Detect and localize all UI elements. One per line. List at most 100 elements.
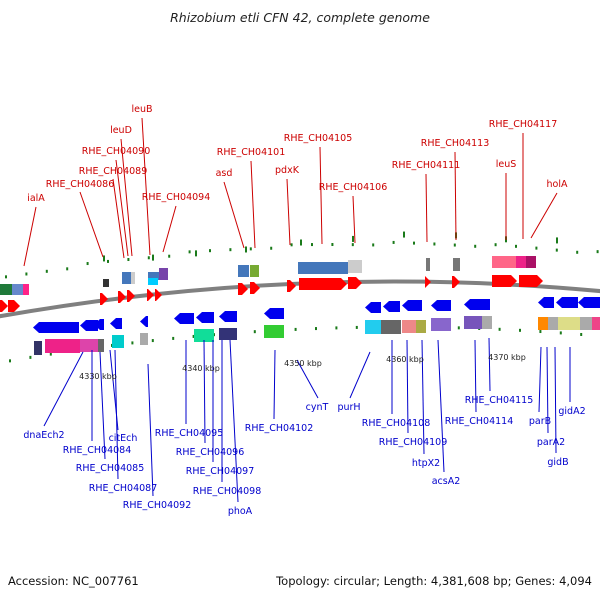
reverse-gene-arrow (264, 308, 284, 319)
gene-label[interactable]: cynT (306, 402, 329, 413)
forward-gene-labels: ialA RHE_CH04086 RHE_CH04089 RHE_CH04090… (27, 104, 568, 204)
domain-box (148, 272, 159, 280)
leader-line (273, 349, 276, 420)
scale-dot (151, 339, 154, 343)
leader-line (162, 205, 177, 253)
gene-label[interactable]: RHE_CH04094 (142, 192, 211, 203)
leader-line (286, 178, 291, 246)
forward-gene-arrow (425, 276, 431, 288)
scale-dot (498, 327, 501, 331)
leader-line (349, 351, 371, 399)
reverse-gene-arrow (402, 300, 422, 311)
gene-label[interactable]: parA2 (537, 437, 565, 448)
gene-label[interactable]: RHE_CH04113 (421, 138, 490, 149)
gene-label[interactable]: RHE_CH04106 (319, 182, 388, 193)
page-title: Rhizobium etli CFN 42, complete genome (170, 10, 430, 25)
gene-label[interactable]: purH (337, 402, 360, 413)
gene-label[interactable]: RHE_CH04092 (123, 500, 192, 511)
accession-text: Accession: NC_007761 (8, 574, 139, 588)
leader-line (79, 191, 104, 258)
domain-box (464, 316, 482, 329)
forward-gene-arrow (250, 282, 260, 294)
gene-label[interactable]: RHE_CH04114 (445, 416, 514, 427)
leader-line (23, 206, 37, 267)
gene-label[interactable]: asd (216, 168, 233, 179)
scale-dot (107, 259, 109, 263)
gene-label[interactable]: RHE_CH04096 (176, 447, 245, 458)
leader-line (406, 339, 409, 434)
gene-label[interactable]: citEch (109, 433, 138, 444)
forward-gene-arrow (118, 291, 126, 303)
gene-label[interactable]: leuB (131, 104, 152, 115)
gene-label[interactable]: gidA2 (558, 406, 585, 417)
label-leader-lines (23, 117, 571, 503)
leader-line (115, 159, 129, 257)
domain-box (264, 325, 284, 338)
domain-box (238, 265, 249, 277)
gene-label[interactable]: RHE_CH04087 (89, 483, 158, 494)
gene-label[interactable]: phoA (228, 506, 253, 517)
gene-label[interactable]: htpX2 (412, 458, 440, 469)
gene-label[interactable]: pdxK (275, 165, 300, 176)
scale-dot (300, 239, 302, 246)
tick-label: 4330 kbp (79, 372, 117, 381)
forward-gene-arrow (299, 278, 347, 290)
domain-box (365, 320, 381, 334)
leader-line (147, 363, 154, 497)
feature-domain-boxes (0, 256, 600, 355)
domain-box (592, 317, 600, 330)
gene-label[interactable]: RHE_CH04111 (392, 160, 461, 171)
gene-label[interactable]: RHE_CH04097 (186, 466, 255, 477)
reverse-gene-arrow (431, 300, 451, 311)
forward-gene-arrow (147, 289, 154, 301)
gene-label[interactable]: RHE_CH04102 (245, 423, 314, 434)
scale-dot (131, 341, 134, 345)
gene-label[interactable]: RHE_CH04105 (284, 133, 353, 144)
domain-box (538, 317, 548, 330)
reverse-gene-arrow (80, 320, 98, 331)
gene-label[interactable]: leuS (496, 159, 517, 170)
scale-dot (253, 330, 256, 334)
tick-label: 4370 kbp (488, 353, 526, 362)
gene-label[interactable]: ialA (27, 193, 45, 204)
scale-dot (29, 355, 32, 359)
gene-label[interactable]: RHE_CH04085 (76, 463, 145, 474)
gene-label[interactable]: RHE_CH04108 (362, 418, 431, 429)
gene-label[interactable]: acsA2 (432, 476, 461, 487)
scale-dot (294, 327, 297, 331)
gene-label[interactable]: RHE_CH04095 (155, 428, 224, 439)
scale-dot (474, 244, 477, 248)
scale-dot (515, 244, 517, 248)
reverse-gene-arrow (556, 297, 578, 308)
reverse-gene-arrow (383, 301, 400, 312)
domain-box (348, 260, 362, 273)
scale-dot (152, 254, 154, 261)
forward-gene-arrow (287, 280, 296, 292)
gene-label[interactable]: RHE_CH04115 (465, 395, 534, 406)
gene-label[interactable]: RHE_CH04089 (79, 166, 148, 177)
gene-label[interactable]: RHE_CH04101 (217, 147, 286, 158)
domain-box (381, 320, 401, 334)
scale-dot (9, 359, 11, 363)
domain-box (250, 265, 259, 277)
gene-label[interactable]: gidB (547, 457, 568, 468)
gene-label[interactable]: RHE_CH04098 (193, 486, 262, 497)
scale-dot (188, 250, 191, 254)
scale-dot (576, 250, 579, 254)
gene-label[interactable]: RHE_CH04109 (379, 437, 448, 448)
gene-label[interactable]: RHE_CH04086 (46, 179, 115, 190)
gene-label[interactable]: RHE_CH04090 (82, 146, 151, 157)
gene-label[interactable]: RHE_CH04084 (63, 445, 132, 456)
gene-label[interactable]: dnaEch2 (23, 430, 64, 441)
gene-label[interactable]: RHE_CH04117 (489, 119, 558, 130)
gene-label[interactable]: parB (529, 416, 551, 427)
gene-label[interactable]: holA (547, 179, 568, 190)
leader-line (474, 339, 477, 413)
reverse-gene-arrow (94, 319, 104, 330)
gene-label[interactable]: leuD (110, 125, 132, 136)
scale-dot (535, 246, 538, 250)
scale-dot (559, 331, 562, 335)
domain-box (426, 258, 430, 271)
scale-dot (494, 243, 497, 247)
